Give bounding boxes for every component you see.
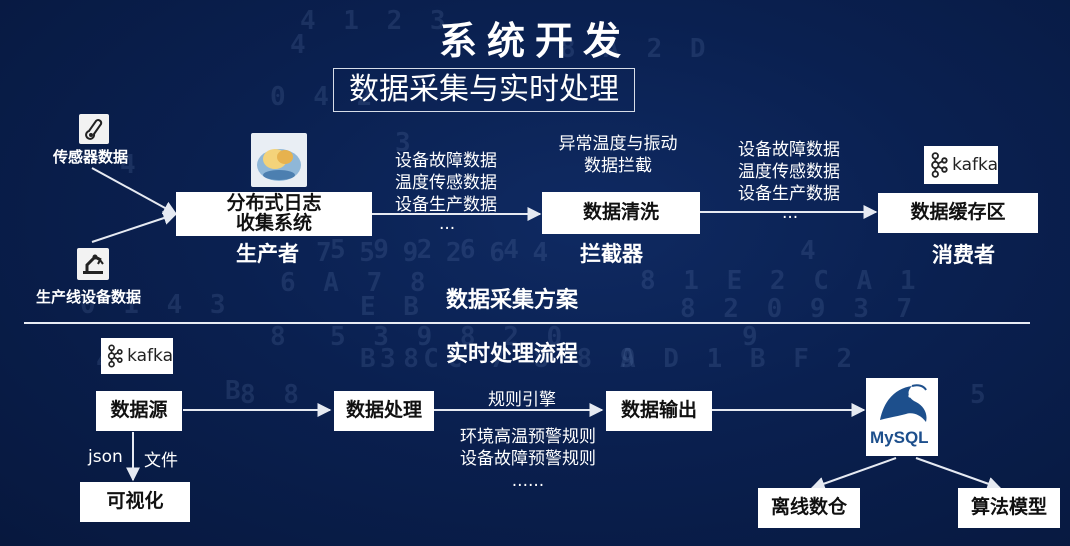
rule-list: 环境高温预警规则 设备故障预警规则 ...... bbox=[450, 426, 606, 492]
bg-digit-text: 8 8 bbox=[240, 380, 305, 410]
flow-data-item: 设备故障数据 bbox=[395, 151, 497, 171]
bg-digit-text: 8 A 2 D bbox=[560, 34, 712, 64]
kafka-logo-top: kafka bbox=[924, 146, 998, 184]
flow-data-item: ... bbox=[782, 203, 799, 223]
flow-data-item: 温度传感数据 bbox=[395, 173, 497, 193]
flow-data-item: 设备生产数据 bbox=[738, 184, 840, 204]
rule-item: 环境高温预警规则 bbox=[460, 427, 596, 447]
visualization-box: 可视化 bbox=[80, 482, 190, 522]
flow-data-list-2: 设备故障数据 温度传感数据 设备生产数据 ... bbox=[730, 139, 848, 223]
bg-digit-text: 3 bbox=[395, 128, 417, 158]
flow-data-item: 设备生产数据 bbox=[395, 195, 497, 215]
bg-digit-text: B 8 C 7 8 8 9 bbox=[360, 344, 642, 374]
mysql-logo-text: MySQL bbox=[870, 428, 929, 447]
bg-digit-text: 7 5 9 2 6 4 bbox=[316, 238, 555, 268]
bg-digit-text: 5 bbox=[970, 380, 992, 410]
page-title: 系统开发 bbox=[438, 19, 631, 63]
bg-digit-text: B bbox=[225, 376, 247, 406]
bg-digit-text: 6 A 7 8 bbox=[280, 268, 432, 298]
flume-box: 分布式日志 收集系统 bbox=[176, 192, 372, 236]
flow-data-item: ... bbox=[439, 214, 456, 234]
kafka-logo-bottom: kafka bbox=[101, 338, 173, 374]
data-source-label: 数据源 bbox=[110, 399, 168, 422]
bg-digit-text: 9 bbox=[742, 322, 764, 352]
sensor-data-label: 传感器数据 bbox=[53, 148, 129, 166]
collection-scheme-label: 数据采集方案 bbox=[446, 288, 579, 313]
arrow-line-to-flume bbox=[91, 211, 178, 243]
bg-digit-text: 4 bbox=[800, 236, 822, 266]
flow-data-item: 温度传感数据 bbox=[738, 162, 840, 182]
data-output-label: 数据输出 bbox=[620, 399, 697, 422]
flume-box-line-1: 分布式日志 bbox=[226, 192, 322, 215]
kafka-logo-text: kafka bbox=[952, 155, 998, 175]
offline-warehouse-label: 离线数仓 bbox=[770, 496, 847, 519]
rule-engine-label: 规则引擎 bbox=[488, 390, 556, 410]
data-processing-label: 数据处理 bbox=[345, 399, 422, 422]
page-subtitle: 数据采集与实时处理 bbox=[333, 68, 635, 112]
bg-digit-text: E B bbox=[360, 292, 425, 322]
arrow-mysql-to-offline bbox=[810, 457, 897, 491]
dolphin-icon bbox=[880, 384, 927, 422]
json-label: json bbox=[88, 447, 123, 467]
bg-digit-text: 0 1 4 3 bbox=[80, 290, 232, 320]
bg-digit-text: 8 1 E 2 C A 1 bbox=[640, 266, 922, 296]
rule-item: ...... bbox=[511, 471, 545, 491]
intercept-note: 异常温度与振动 数据拦截 bbox=[548, 133, 688, 177]
algorithm-model-box: 算法模型 bbox=[958, 488, 1060, 528]
interceptor-label: 拦截器 bbox=[580, 242, 643, 266]
file-label: 文件 bbox=[144, 451, 178, 471]
section-divider bbox=[24, 322, 1030, 324]
bg-digit-text: 4 1 2 3 bbox=[300, 6, 452, 36]
data-cleaning-label: 数据清洗 bbox=[582, 201, 659, 224]
arrow-mysql-to-algo bbox=[915, 457, 1002, 491]
flume-logo-icon bbox=[251, 133, 307, 187]
mysql-logo: MySQL bbox=[866, 378, 938, 456]
visualization-label: 可视化 bbox=[106, 490, 164, 513]
data-cleaning-box: 数据清洗 bbox=[542, 192, 700, 234]
flow-data-item: 设备故障数据 bbox=[738, 140, 840, 160]
offline-warehouse-box: 离线数仓 bbox=[758, 488, 860, 528]
intercept-note-line: 数据拦截 bbox=[584, 156, 652, 176]
thermometer-icon bbox=[79, 114, 109, 144]
data-cache-label: 数据缓存区 bbox=[910, 201, 1006, 224]
realtime-flow-label: 实时处理流程 bbox=[446, 342, 579, 367]
bg-digit-text: A D 1 B F 2 bbox=[620, 344, 859, 374]
producer-label: 生产者 bbox=[236, 242, 299, 266]
kafka-logo-text: kafka bbox=[127, 346, 173, 366]
kafka-icon bbox=[931, 152, 948, 178]
algorithm-model-label: 算法模型 bbox=[970, 496, 1047, 519]
flow-data-list-1: 设备故障数据 温度传感数据 设备生产数据 ... bbox=[387, 150, 505, 234]
consumer-label: 消费者 bbox=[932, 243, 995, 267]
data-cache-box: 数据缓存区 bbox=[878, 193, 1038, 233]
bg-digit-text: 4 bbox=[290, 30, 312, 60]
bg-digit-text: 5 3 9 8 2 0 bbox=[330, 322, 569, 352]
bg-digit-text: 4 bbox=[120, 150, 142, 180]
production-line-label: 生产线设备数据 bbox=[36, 288, 142, 306]
data-source-box: 数据源 bbox=[96, 391, 182, 431]
bg-digit-text: 8 2 0 9 3 7 bbox=[680, 294, 919, 324]
flume-box-line-2: 收集系统 bbox=[235, 212, 312, 234]
bg-digit-text: 8 bbox=[270, 322, 292, 352]
kafka-icon bbox=[107, 344, 123, 368]
bg-digit-text: 5 9 2 6 4 bbox=[330, 235, 525, 265]
intercept-note-line: 异常温度与振动 bbox=[558, 134, 678, 154]
data-processing-box: 数据处理 bbox=[334, 391, 434, 431]
arrow-sensor-to-flume bbox=[91, 167, 178, 215]
data-output-box: 数据输出 bbox=[606, 391, 712, 431]
bg-digit-text: 3 C bbox=[380, 344, 445, 374]
robot-arm-icon bbox=[77, 248, 109, 280]
rule-item: 设备故障预警规则 bbox=[460, 449, 596, 469]
bg-digit-text: 0 4 2 bbox=[270, 82, 379, 112]
